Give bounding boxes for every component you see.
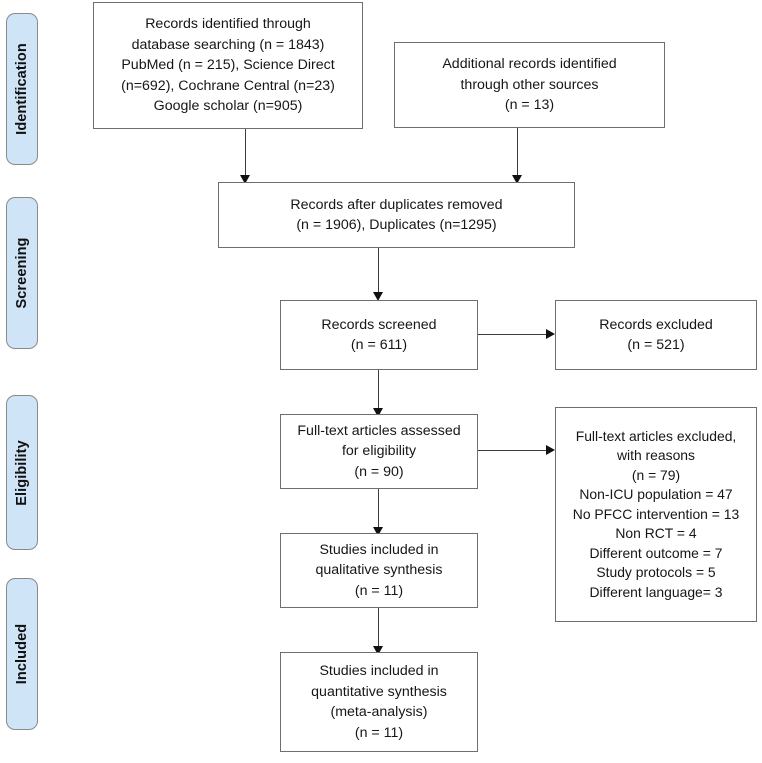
box-line: Records screened	[321, 316, 437, 333]
box-line: with reasons	[617, 447, 695, 464]
stage-label-eligibility: Eligibility	[14, 439, 30, 506]
box-line: Non RCT = 4	[615, 525, 697, 542]
connector-qualitative-to-quantitative	[378, 608, 380, 653]
box-line: Non-ICU population = 47	[579, 486, 733, 503]
arrowhead-fulltext-to-excluded	[546, 445, 555, 455]
box-line: qualitative synthesis	[315, 562, 443, 579]
box-line: Full-text articles excluded,	[575, 427, 737, 444]
box-line: (n = 11)	[354, 724, 404, 741]
box-records-excluded: Records excluded (n = 521)	[555, 300, 757, 370]
box-line: Study protocols = 5	[596, 564, 716, 581]
box-line: Studies included in	[319, 541, 439, 558]
stage-label-identification: Identification	[14, 43, 30, 135]
box-line: Records identified through	[145, 16, 311, 33]
stage-label-included: Included	[14, 623, 30, 685]
box-line: No PFCC intervention = 13	[572, 505, 740, 522]
box-line: (n = 611)	[350, 337, 408, 353]
box-line: Google scholar (n=905)	[153, 98, 303, 115]
box-quantitative-synthesis: Studies included in quantitative synthes…	[280, 652, 478, 752]
box-records-after-duplicates-removed: Records after duplicates removed (n = 19…	[218, 182, 575, 248]
box-line: Additional records identified	[442, 56, 617, 73]
arrowhead-screened-to-fulltext	[373, 408, 383, 417]
connector-fulltext-to-excluded	[478, 450, 548, 452]
box-line: (n=692), Cochrane Central (n=23)	[121, 77, 335, 94]
box-line: (n = 79)	[631, 466, 681, 483]
stage-chip-screening: Screening	[6, 197, 38, 349]
box-qualitative-synthesis: Studies included in qualitative synthesi…	[280, 533, 478, 608]
box-line: Studies included in	[319, 663, 439, 679]
box-line: (n = 13)	[504, 97, 555, 114]
arrowhead-othersources-to-dedup	[512, 175, 522, 184]
box-line: Records after duplicates removed	[290, 196, 503, 213]
arrowhead-dedup-to-screened	[373, 292, 383, 301]
box-line: Different language= 3	[589, 583, 723, 600]
box-fulltext-assessed: Full-text articles assessed for eligibil…	[280, 414, 478, 489]
stage-chip-included: Included	[6, 578, 38, 730]
connector-fulltext-to-qualitative	[378, 489, 380, 534]
connector-screened-to-fulltext	[378, 370, 380, 415]
stage-chip-eligibility: Eligibility	[6, 395, 38, 550]
box-line: (n = 1906), Duplicates (n=1295)	[296, 217, 497, 233]
arrowhead-fulltext-to-qualitative	[373, 527, 383, 536]
box-line: (n = 11)	[354, 582, 404, 599]
box-line: for eligibility	[341, 443, 417, 460]
box-line: Records excluded	[599, 316, 713, 333]
arrowhead-database-to-dedup	[240, 175, 250, 184]
box-records-screened: Records screened (n = 611)	[280, 300, 478, 370]
arrowhead-screened-to-excluded	[546, 329, 555, 339]
stage-label-screening: Screening	[14, 237, 30, 309]
connector-othersources-to-dedup	[517, 128, 519, 180]
arrowhead-qualitative-to-quantitative	[373, 646, 383, 655]
box-line: quantitative synthesis	[311, 683, 447, 700]
box-records-identified-database: Records identified through database sear…	[93, 2, 363, 129]
box-line: through other sources	[460, 76, 599, 93]
box-line: Full-text articles assessed	[297, 422, 461, 439]
box-additional-records-other-sources: Additional records identified through ot…	[394, 42, 665, 128]
box-line: Different outcome = 7	[589, 544, 723, 561]
connector-dedup-to-screened	[378, 248, 380, 298]
box-line: (n = 90)	[354, 463, 404, 480]
stage-chip-identification: Identification	[6, 13, 38, 165]
connector-database-to-dedup	[245, 129, 247, 180]
box-fulltext-excluded-with-reasons: Full-text articles excluded, with reason…	[555, 407, 757, 622]
connector-screened-to-excluded	[478, 334, 548, 336]
box-line: (n = 521)	[627, 337, 685, 353]
box-line: database searching (n = 1843)	[131, 36, 325, 53]
box-line: (meta-analysis)	[330, 704, 428, 720]
box-line: PubMed (n = 215), Science Direct	[121, 57, 335, 74]
